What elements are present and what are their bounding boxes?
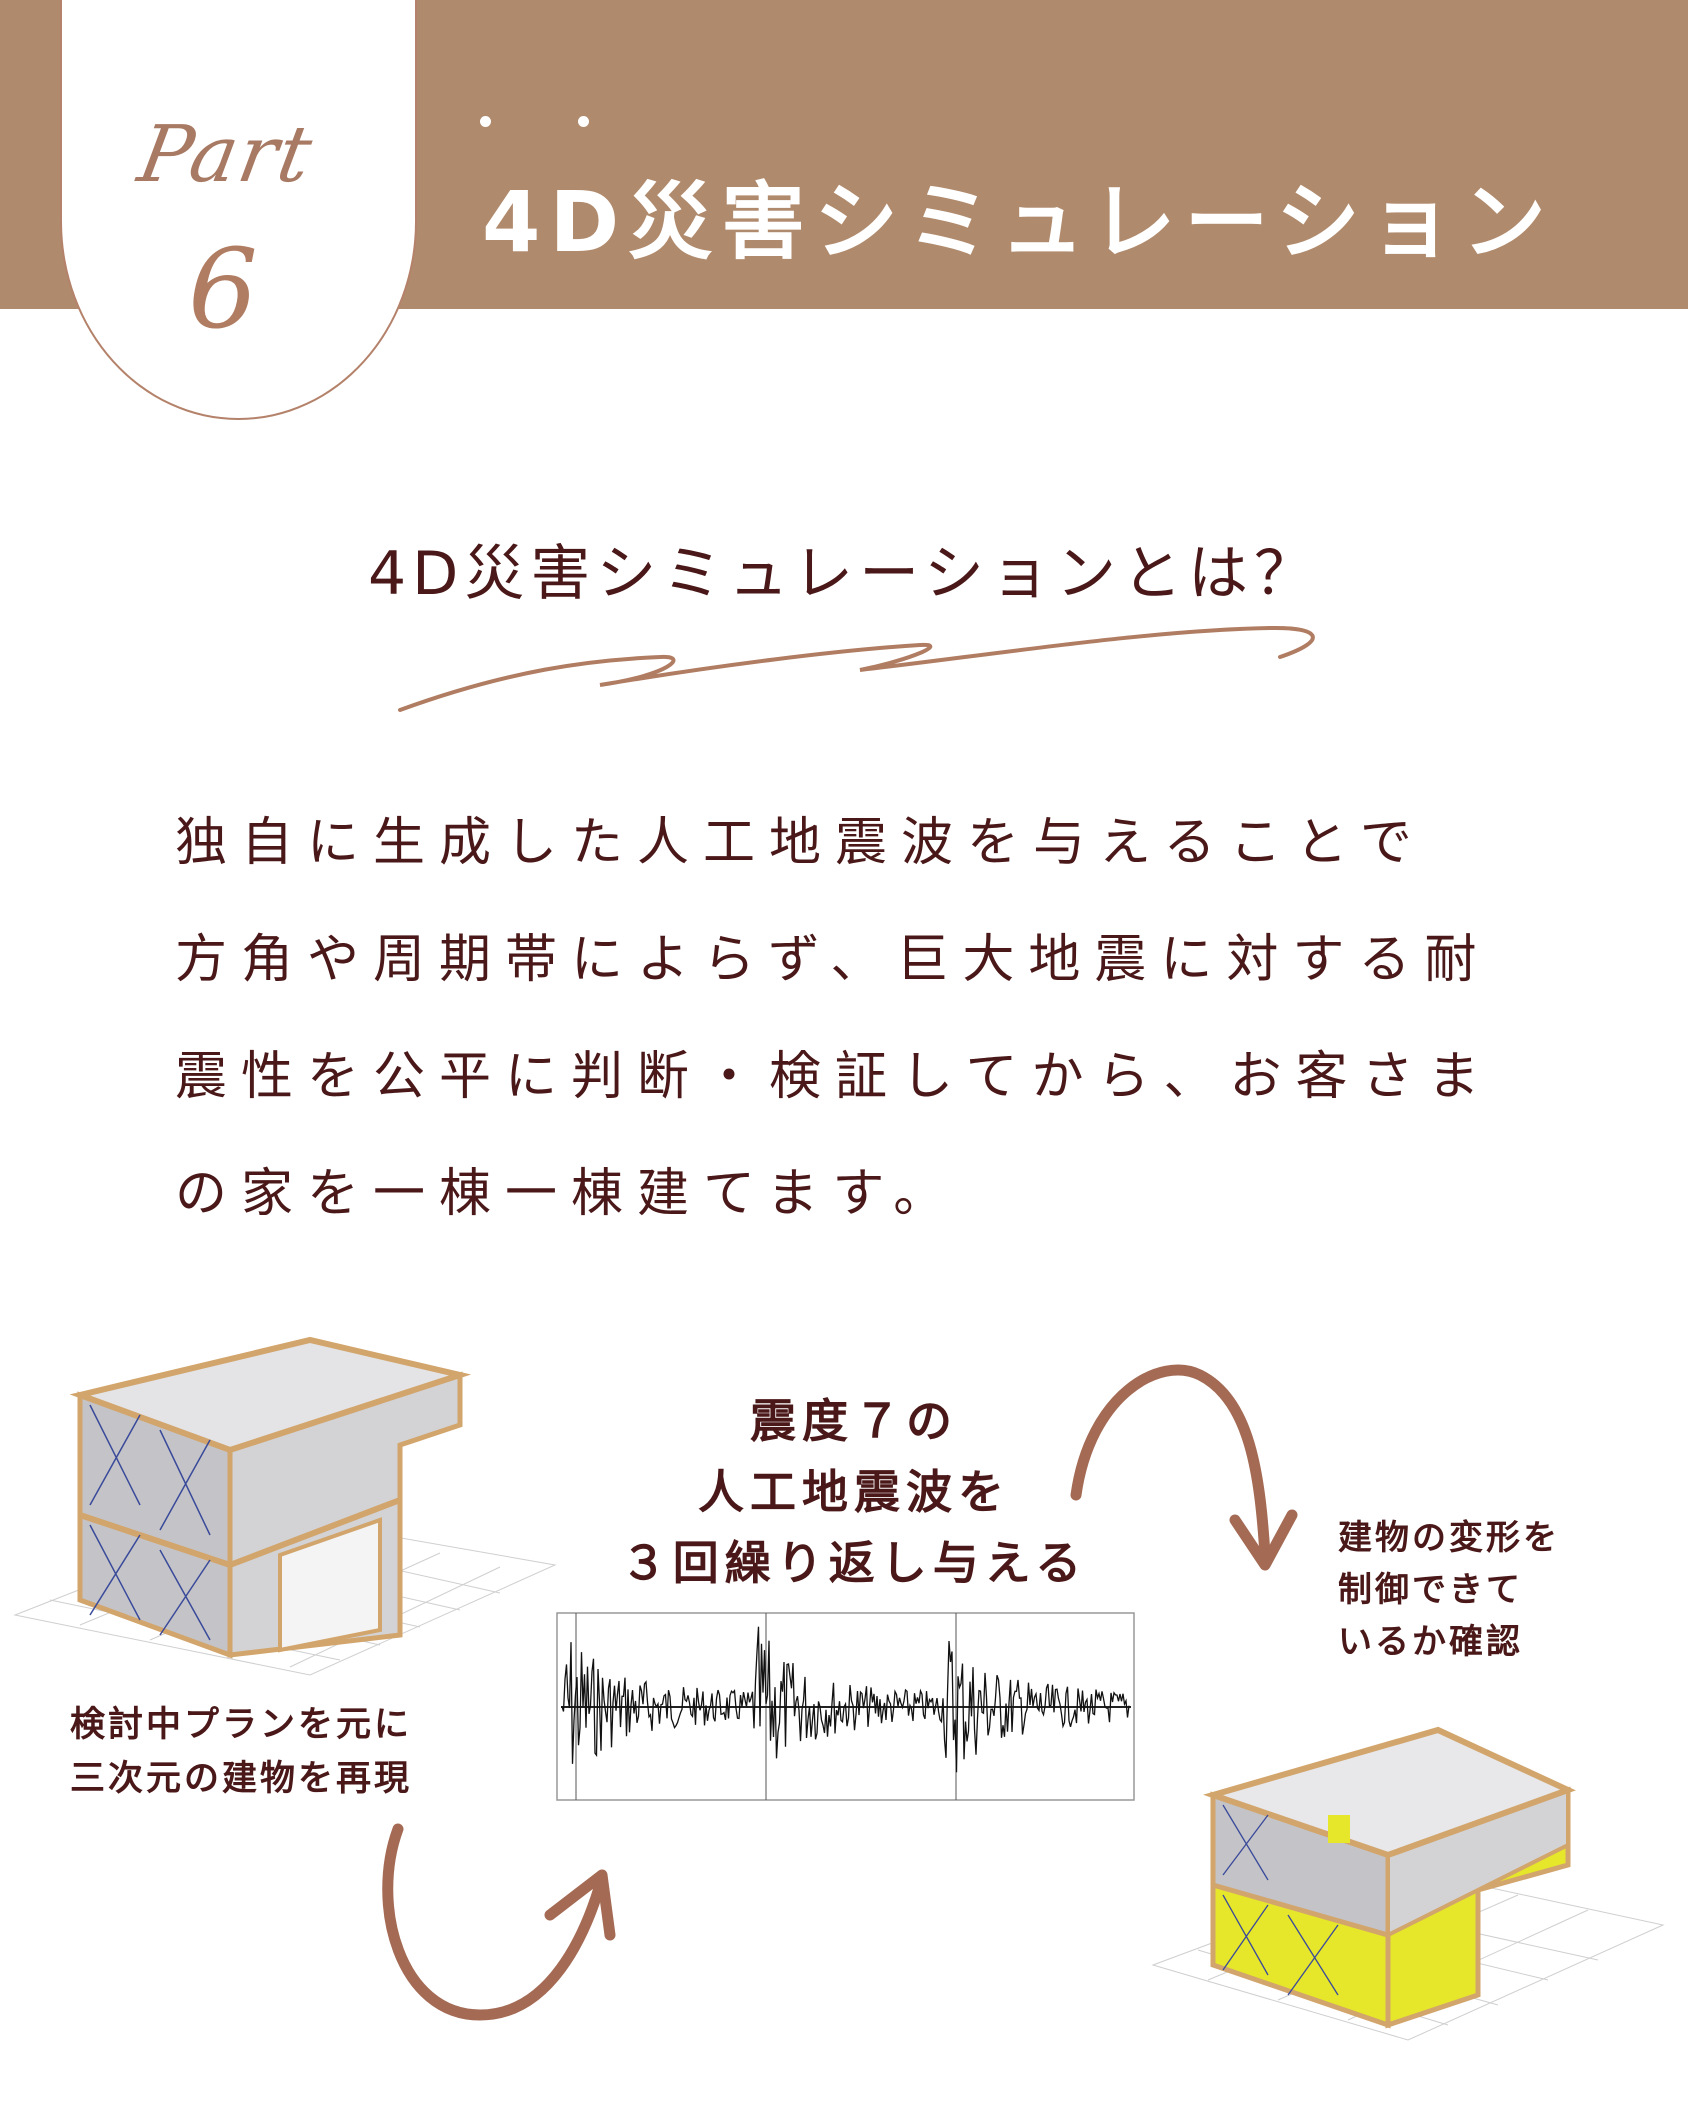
- caption-line: 震度７の: [750, 1394, 958, 1448]
- paragraph-line: 独自に生成した人工地震波を与えることで: [175, 813, 1426, 873]
- step3-caption: 建物の変形を 制御できて いるか確認: [1338, 1512, 1560, 1668]
- page-title: 4D災害シミュレーション: [482, 173, 1555, 271]
- description-paragraph: 独自に生成した人工地震波を与えることで 方角や周期帯によらず、巨大地震に対する耐…: [175, 785, 1493, 1253]
- caption-line: いるか確認: [1338, 1622, 1523, 1662]
- caption-line: 制御できて: [1338, 1570, 1523, 1610]
- caption-line: ３回繰り返し与える: [620, 1536, 1088, 1590]
- curved-arrow-up-icon: [382, 1823, 616, 2021]
- step1-caption: 検討中プランを元に 三次元の建物を再現: [70, 1698, 412, 1806]
- part-tab: [60, 0, 417, 420]
- paragraph-line: の家を一棟一棟建てます。: [175, 1164, 960, 1224]
- seismic-waveform-image: [556, 1612, 1135, 1801]
- paragraph-line: 方角や周期帯によらず、巨大地震に対する耐: [175, 930, 1491, 990]
- deformed-building-image: [1151, 1726, 1665, 2041]
- part-number: 6: [188, 225, 258, 353]
- paragraph-line: 震性を公平に判断・検証してから、お客さま: [175, 1047, 1494, 1107]
- caption-line: 建物の変形を: [1338, 1518, 1560, 1558]
- caption-line: 検討中プランを元に: [70, 1705, 413, 1745]
- caption-line: 人工地震波を: [698, 1465, 1010, 1519]
- part-label: Part: [132, 110, 321, 200]
- section-heading: 4D災害シミュレーションとは？: [368, 539, 1320, 609]
- building-model-image: [13, 1336, 557, 1676]
- curved-arrow-down-icon: [1070, 1364, 1298, 1571]
- caption-line: 三次元の建物を再現: [70, 1759, 413, 1799]
- step2-caption: 震度７の 人工地震波を ３回繰り返し与える: [554, 1386, 1154, 1599]
- decorative-swoosh: [398, 625, 1315, 712]
